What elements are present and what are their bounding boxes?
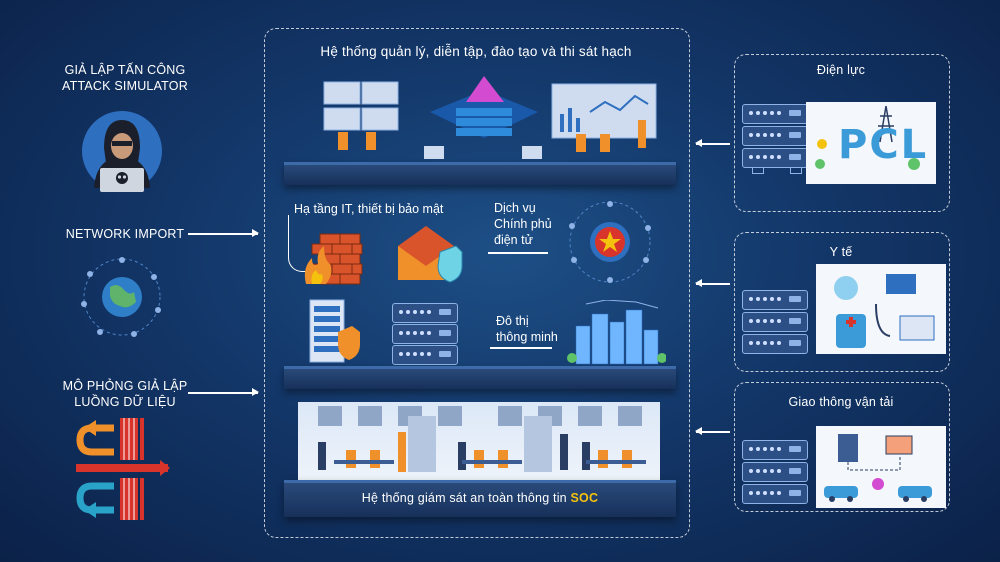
soc-title: Hệ thống giám sát an toàn thông tin SOC xyxy=(361,491,599,505)
infra-connector xyxy=(288,215,309,272)
egov-connector xyxy=(488,252,548,254)
mail-shield-icon xyxy=(394,224,464,284)
transport-arrow xyxy=(695,428,730,434)
middle-platform xyxy=(284,366,676,389)
soc-platform xyxy=(284,480,676,517)
power-sector-label: Điện lực xyxy=(816,63,866,77)
server-unit xyxy=(742,484,808,504)
server-unit xyxy=(392,303,458,323)
pcl-logo: PCL xyxy=(838,122,929,168)
server-unit xyxy=(742,104,808,124)
data-flow-arrow xyxy=(188,389,259,395)
loop-arrows-icon xyxy=(74,414,170,524)
egov-label: Dịch vụ Chính phủ điện tử xyxy=(494,201,552,247)
server-unit xyxy=(742,126,808,146)
city-icon xyxy=(566,299,667,366)
training-room-scene xyxy=(290,72,678,172)
server-unit xyxy=(392,324,458,344)
health-sector-frame xyxy=(734,232,950,372)
server-unit xyxy=(742,440,808,460)
server-unit xyxy=(392,345,458,365)
management-system-title: Hệ thống quản lý, diễn tập, đào tạo và t… xyxy=(320,44,632,59)
power-arrow xyxy=(695,140,730,146)
transport-sector-label: Giao thông vận tải xyxy=(788,395,894,409)
health-card xyxy=(816,264,946,354)
health-sector-label: Y tế xyxy=(829,245,853,259)
hacker-icon xyxy=(82,108,162,194)
firewall-icon xyxy=(300,228,370,288)
globe-network-icon xyxy=(74,252,170,342)
smart-city-label: Đô thị thông minh xyxy=(496,314,558,344)
soc-room-scene xyxy=(298,402,660,480)
server-unit xyxy=(742,148,808,168)
server-unit xyxy=(742,290,808,310)
server-foot xyxy=(790,168,802,174)
power-card: PCL xyxy=(806,102,936,184)
server-unit xyxy=(742,312,808,332)
transport-card xyxy=(816,426,946,508)
health-arrow xyxy=(695,280,730,286)
top-platform xyxy=(284,162,676,185)
server-unit xyxy=(742,334,808,354)
server-unit xyxy=(742,462,808,482)
center-system-frame xyxy=(264,28,690,538)
star-emblem-icon xyxy=(556,198,664,286)
network-arrow xyxy=(188,230,259,236)
attack-simulator-label: GIẢ LẬP TẤN CÔNG ATTACK SIMULATOR xyxy=(62,63,188,93)
shield-icon xyxy=(338,326,360,360)
power-sector-frame xyxy=(734,54,950,212)
network-import-label: NETWORK IMPORT xyxy=(65,227,185,241)
transport-sector-frame xyxy=(734,382,950,512)
smart-city-connector xyxy=(490,347,552,349)
data-flow-label: MÔ PHỎNG GIẢ LẬP LUỒNG DỮ LIỆU xyxy=(62,379,188,409)
server-foot xyxy=(752,168,764,174)
it-infrastructure-label: Hạ tầng IT, thiết bị bảo mật xyxy=(294,202,444,216)
server-rack-icon xyxy=(306,296,360,366)
skull-icon xyxy=(116,172,128,184)
